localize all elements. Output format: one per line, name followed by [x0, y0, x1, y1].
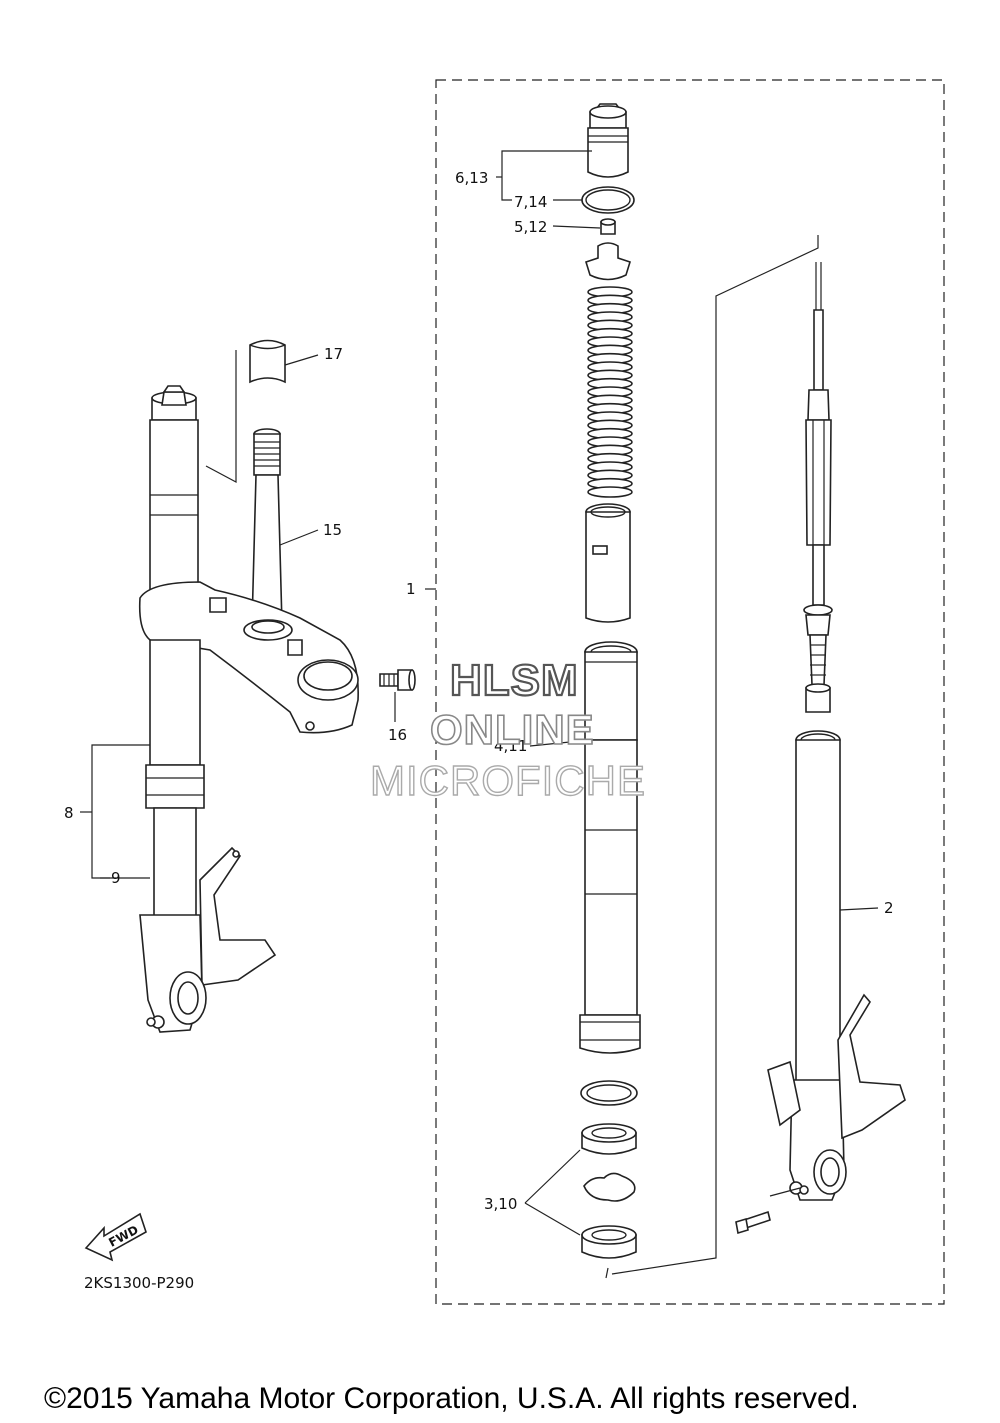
part-15-steering-stem	[251, 428, 283, 626]
callout-15: 15	[323, 521, 342, 539]
part-3-10-oil-seals	[580, 1080, 638, 1259]
watermark-line3: MICROFICHE	[370, 757, 646, 804]
fork-lower-tube	[149, 639, 201, 766]
watermark-line1: HLSM	[450, 656, 579, 705]
fork-spring	[587, 286, 633, 498]
callout-6-13: 6,13	[455, 169, 488, 187]
fork-spacer	[585, 503, 631, 623]
under-bracket	[138, 581, 359, 734]
part-16-bolt	[379, 669, 416, 722]
damper-assembly	[611, 235, 906, 1275]
diagram-code: 2KS1300-P290	[84, 1274, 194, 1292]
copyright-notice: ©2015 Yamaha Motor Corporation, U.S.A. A…	[44, 1382, 859, 1415]
watermark-line2: ONLINE	[430, 706, 595, 753]
part-7-14-o-ring	[581, 186, 635, 214]
spring-seat	[585, 242, 631, 281]
callout-7-14: 7,14	[514, 193, 547, 211]
fork-cap-left	[151, 385, 197, 421]
part-6-13-cap-bolt	[587, 103, 629, 178]
axle-bracket	[139, 846, 277, 1033]
callout-5-12: 5,12	[514, 218, 547, 236]
fork-upper-tube	[149, 419, 199, 591]
part-4-11-outer-tube	[579, 641, 641, 1054]
callout-4-11: 4,11	[494, 737, 527, 755]
part-5-12-nut	[600, 218, 616, 235]
callout-17: 17	[324, 345, 343, 363]
forward-arrow-icon: FWD	[84, 1212, 147, 1262]
callout-1: 1	[406, 580, 416, 598]
callout-9: 9	[111, 869, 121, 887]
exploded-fork-components	[579, 103, 641, 1259]
callout-16: 16	[388, 726, 407, 744]
part-17-collar	[205, 339, 286, 483]
callout-8: 8	[64, 804, 74, 822]
assembly-group-outline	[435, 79, 945, 1305]
assembled-fork-illustration	[80, 339, 416, 1033]
spring-coil	[587, 486, 633, 498]
callout-2: 2	[884, 899, 894, 917]
callout-3-10: 3,10	[484, 1195, 517, 1213]
